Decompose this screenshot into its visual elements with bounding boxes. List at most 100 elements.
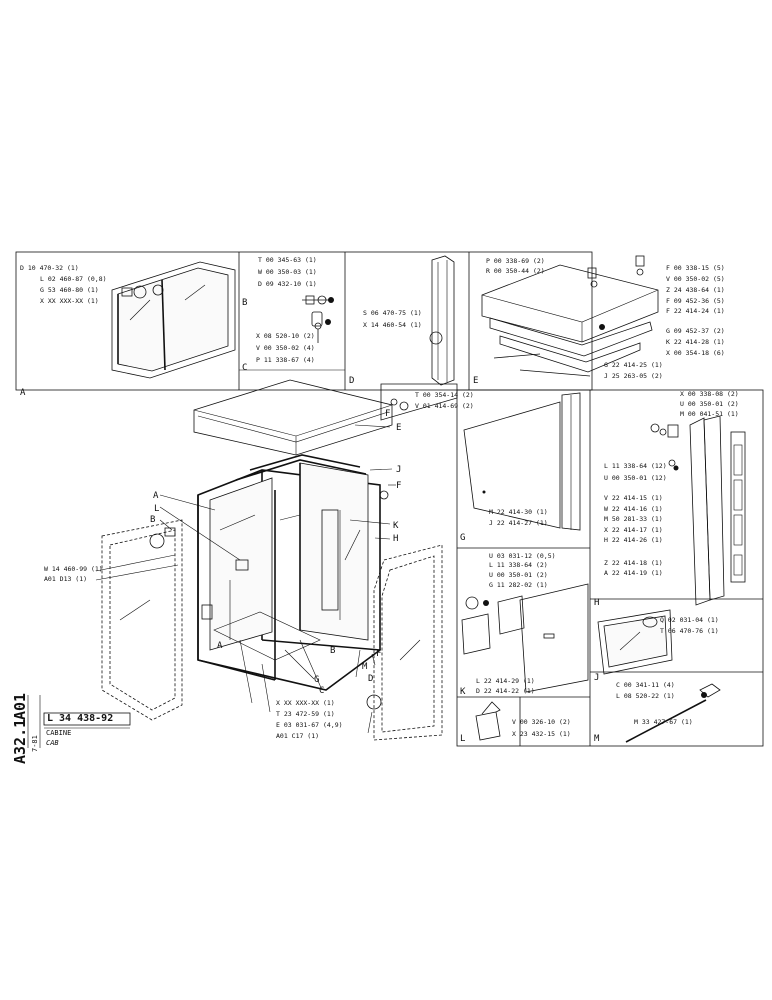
part-number-label: D 10 470-32 (1) — [20, 264, 79, 272]
part-number-label: V 22 414-15 (1) — [604, 494, 663, 502]
panel-m-rod — [625, 683, 721, 743]
part-number-label: X 22 414-17 (1) — [604, 526, 663, 534]
panel-letter-l: L — [460, 734, 465, 744]
panel-letter-a: A — [217, 641, 223, 651]
panel-letter-c: C — [242, 363, 247, 373]
part-number-label: U 03 031-12 (0,5) — [489, 552, 556, 560]
part-number-label: D 22 414-22 (1) — [476, 687, 535, 695]
part-number-label: Q 02 031-04 (1) — [660, 616, 719, 624]
panel-letter-j: J — [396, 465, 401, 475]
panel-letter-m: M — [362, 662, 368, 672]
main-cab-assembly — [101, 379, 443, 741]
part-number-label: M 22 414-30 (1) — [489, 508, 548, 516]
panel-a-sliding-window — [111, 261, 236, 379]
part-number-label: R 00 350-44 (2) — [486, 267, 545, 275]
panel-letter-e: E — [473, 376, 478, 386]
sheet-code-a: A01 — [11, 692, 29, 720]
part-number-label: U 00 350-01 (2) — [489, 571, 548, 579]
part-number-label: C 00 341-11 (4) — [616, 681, 675, 689]
panel-bc-fittings — [302, 295, 334, 343]
panel-e-roof-assembly — [481, 255, 659, 377]
part-number-label: G 11 282-02 (1) — [489, 581, 548, 589]
part-number-label: X 14 460-54 (1) — [363, 321, 422, 329]
title-block — [27, 695, 131, 748]
panel-g-side-panel — [463, 392, 581, 531]
part-number-label: L 02 460-87 (0,8) — [40, 275, 107, 283]
panel-d-seal-strip — [429, 255, 455, 386]
panel-letter-b: B — [330, 646, 335, 656]
part-number-label: P 11 338-67 (4) — [256, 356, 315, 364]
panel-k-storage-box — [461, 583, 589, 693]
part-number-label: E 03 031-67 (4,9) — [276, 721, 343, 729]
part-number-label: X 23 432-15 (1) — [512, 730, 571, 738]
part-number-label: P 00 338-69 (2) — [486, 257, 545, 265]
part-number-label: T 23 472-59 (1) — [276, 710, 335, 718]
part-number-label: L 11 338-64 (2) — [489, 561, 548, 569]
part-number-label: F 00 338-15 (5) — [666, 264, 725, 272]
part-number-label: V 00 326-10 (2) — [512, 718, 571, 726]
panel-letter-d: D — [368, 674, 373, 684]
part-number-label: J 25 263-05 (2) — [604, 372, 663, 380]
part-number-label: T 00 345-63 (1) — [258, 256, 317, 264]
part-number-label: J 22 414-27 (1) — [489, 519, 548, 527]
inset-frame-right — [456, 389, 764, 747]
sheet-code-b: A32.1 — [11, 718, 29, 764]
part-number-label: X XX XXX-XX (1) — [276, 699, 335, 707]
part-number-label: L 11 338-64 (12) — [604, 462, 667, 470]
panel-letter-h: H — [393, 534, 398, 544]
panel-letter-f: F — [385, 409, 390, 419]
panel-h-trim-strips — [650, 415, 746, 606]
sheet-title-fr: CABINE — [46, 729, 72, 737]
panel-letter-f: F — [396, 481, 401, 491]
callout-text-layer: D 10 470-32 (1) L 02 460-87 (0,8) G 53 460… — [20, 256, 739, 744]
panel-letter-a: A — [153, 491, 159, 501]
panel-letter-m: M — [594, 734, 600, 744]
part-number-label: A 22 414-19 (1) — [604, 569, 663, 577]
panel-letter-k: K — [460, 687, 466, 697]
panel-letter-j: J — [594, 673, 599, 683]
part-number-label: V 01 414-69 (2) — [415, 402, 474, 410]
part-number-label: D 09 432-10 (1) — [258, 280, 317, 288]
part-number-label: H 22 414-26 (1) — [604, 536, 663, 544]
main-leaders — [95, 424, 396, 734]
part-number-label: L 22 414-29 (1) — [476, 677, 535, 685]
part-number-label: F 22 414-24 (1) — [666, 307, 725, 315]
part-number-label: W 22 414-16 (1) — [604, 505, 663, 513]
part-number-label: Z 24 438-64 (1) — [666, 286, 725, 294]
part-number-label: X 08 520-10 (2) — [256, 332, 315, 340]
panel-l-bracket — [475, 701, 501, 741]
part-number-label: A01 C17 (1) — [276, 732, 319, 740]
sheet-part-number: L 34 438-92 — [47, 713, 114, 724]
panel-letter-g: G — [314, 675, 319, 685]
part-number-label: W 14 460-99 (1) — [44, 565, 103, 573]
part-number-label: X XX XXX-XX (1) — [40, 297, 99, 305]
panel-letter-g: G — [460, 533, 465, 543]
inset-frame-top — [15, 251, 593, 391]
part-number-label: T 00 354-14 (2) — [415, 391, 474, 399]
panel-letter-k: K — [393, 521, 399, 531]
panel-letter-d: D — [349, 376, 354, 386]
part-number-label: M 00 041-51 (1) — [680, 410, 739, 418]
panel-letter-a: A — [20, 388, 26, 398]
part-number-label: A01 D13 (1) — [44, 575, 87, 583]
part-number-label: F 09 452-36 (5) — [666, 297, 725, 305]
panel-j-small-window — [597, 609, 673, 675]
part-number-label: M 50 281-33 (1) — [604, 515, 663, 523]
sheet-title-en: CAB — [46, 739, 59, 747]
part-number-label: U 00 350-01 (2) — [680, 400, 739, 408]
part-number-label: M 33 427-67 (1) — [634, 718, 693, 726]
part-number-label: G 53 460-80 (1) — [40, 286, 99, 294]
part-number-label: Z 22 414-18 (1) — [604, 559, 663, 567]
part-number-label: X 00 338-08 (2) — [680, 390, 739, 398]
part-number-label: K 22 414-28 (1) — [666, 338, 725, 346]
part-number-label: X 00 354-18 (6) — [666, 349, 725, 357]
part-number-label: V 00 350-02 (4) — [256, 344, 315, 352]
panel-letter-e: E — [396, 423, 401, 433]
panel-letter-f: F — [376, 649, 381, 659]
part-number-label: S 06 470-75 (1) — [363, 309, 422, 317]
part-number-label: G 22 414-25 (1) — [604, 361, 663, 369]
part-number-label: W 00 350-03 (1) — [258, 268, 317, 276]
panel-letter-h: H — [594, 598, 599, 608]
panel-letter-b: B — [150, 515, 155, 525]
